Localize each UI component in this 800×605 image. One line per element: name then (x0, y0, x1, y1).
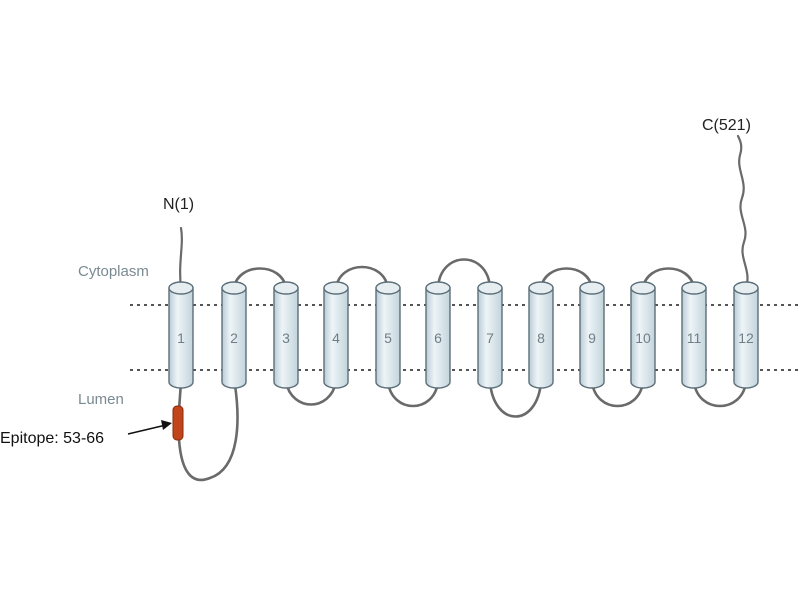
helix-7: 7 (477, 281, 503, 389)
loop-6-7 (436, 258, 492, 290)
cytoplasm-label: Cytoplasm (78, 263, 149, 280)
helix-2-label: 2 (230, 330, 238, 346)
helix-3-cap (273, 281, 299, 295)
helix-3: 3 (273, 281, 299, 389)
helix-5: 5 (375, 281, 401, 389)
helix-6: 6 (425, 281, 451, 389)
n-terminus-label: N(1) (163, 196, 194, 213)
helix-1-cap (168, 281, 194, 295)
helix-11: 11 (681, 281, 707, 389)
helix-5-label: 5 (384, 330, 392, 346)
connecting-loops (177, 258, 748, 482)
helix-10-cap (630, 281, 656, 295)
loop-8-9 (539, 267, 594, 290)
helix-6-body (425, 287, 451, 389)
helix-4-label: 4 (332, 330, 340, 346)
helix-2-body (221, 287, 247, 389)
helix-1: 1 (168, 281, 194, 389)
helix-5-cap (375, 281, 401, 295)
epitope-label: Epitope: 53-66 (0, 430, 104, 447)
helix-12-label: 12 (738, 330, 754, 346)
helix-10: 10 (630, 281, 656, 389)
loop-3-4 (284, 380, 338, 406)
helix-3-label: 3 (282, 330, 290, 346)
helix-12-cap (733, 281, 759, 295)
helix-9-body (579, 287, 605, 389)
helix-6-label: 6 (434, 330, 442, 346)
helix-8-label: 8 (537, 330, 545, 346)
helix-7-label: 7 (486, 330, 494, 346)
loop-4-5 (334, 265, 390, 290)
helix-4-body (323, 287, 349, 389)
helix-8-cap (528, 281, 554, 295)
helix-10-label: 10 (635, 330, 651, 346)
helix-7-cap (477, 281, 503, 295)
helix-12-body (733, 287, 759, 389)
loop-11-12 (692, 380, 748, 408)
helix-9-cap (579, 281, 605, 295)
helix-11-cap (681, 281, 707, 295)
epitope-arrow (127, 424, 167, 435)
helix-5-body (375, 287, 401, 389)
helix-7-body (477, 287, 503, 389)
helix-10-body (630, 287, 656, 389)
helix-3-body (273, 287, 299, 389)
c-terminal-tail (736, 134, 749, 290)
helix-2: 2 (221, 281, 247, 389)
helix-1-body (168, 287, 194, 389)
epitope-arrow-head (161, 420, 172, 430)
helix-8: 8 (528, 281, 554, 389)
helix-1-label: 1 (177, 330, 185, 346)
loop-2-3 (232, 267, 288, 290)
helix-12: 12 (733, 281, 759, 389)
loop-7-8 (488, 380, 543, 418)
helix-4: 4 (323, 281, 349, 389)
helix-8-body (528, 287, 554, 389)
epitope-marker (172, 405, 184, 441)
helix-11-body (681, 287, 707, 389)
loop-1-2 (177, 380, 239, 482)
lumen-label: Lumen (78, 391, 124, 408)
n-terminal-tail (179, 226, 183, 290)
loop-10-11 (641, 267, 696, 290)
helix-6-cap (425, 281, 451, 295)
helix-9: 9 (579, 281, 605, 389)
loop-9-10 (590, 380, 645, 408)
helix-11-label: 11 (687, 330, 702, 346)
loop-5-6 (386, 380, 440, 408)
c-terminus-label: C(521) (702, 117, 751, 134)
helix-9-label: 9 (588, 330, 596, 346)
helix-4-cap (323, 281, 349, 295)
helix-2-cap (221, 281, 247, 295)
